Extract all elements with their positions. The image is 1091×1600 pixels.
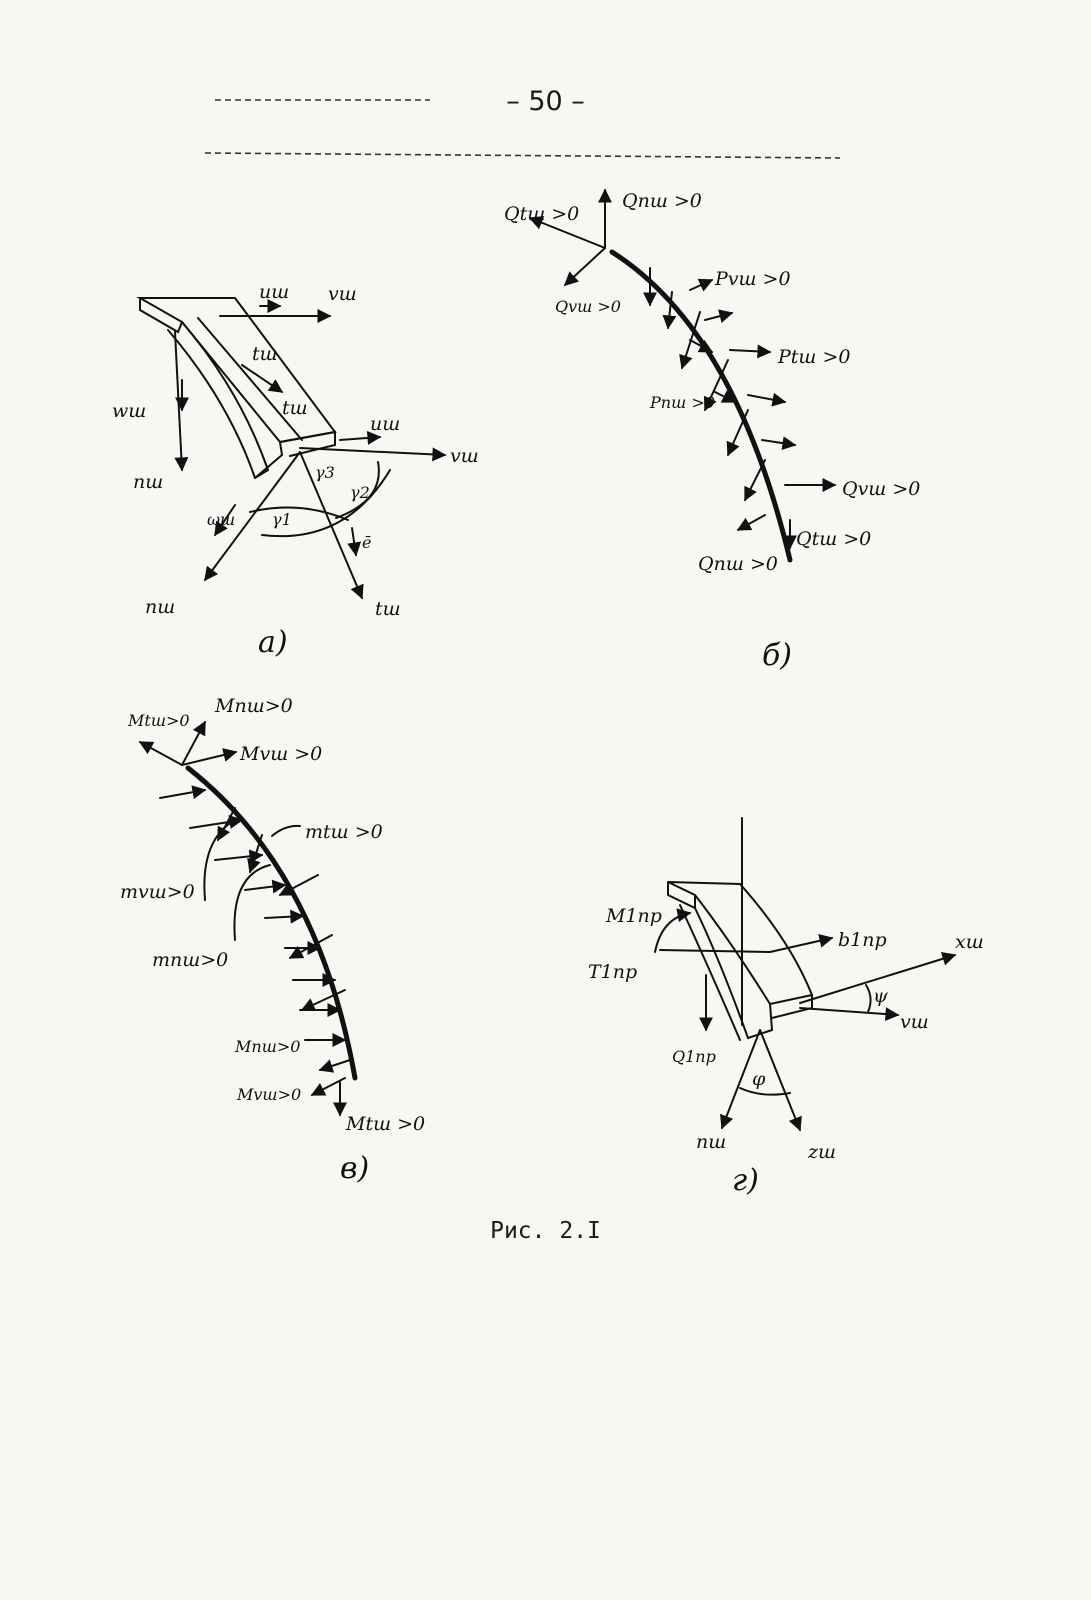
- label-b-pt: Ptш >0: [777, 346, 850, 368]
- panel-b: Qnш >0 Qtш >0 Qvш >0 Pvш >0 Ptш >0 Pnш >…: [504, 188, 920, 673]
- sublabel-a: а): [258, 625, 288, 660]
- header-rules: [204, 99, 841, 159]
- label-b-pn: Pnш >0: [649, 393, 715, 412]
- label-g-z: zш: [807, 1141, 836, 1163]
- label-a-w: wш: [112, 400, 146, 422]
- label-g-b1: b1пр: [838, 929, 887, 951]
- label-v-mv-top: Mvш >0: [239, 743, 322, 765]
- panel-b-vectors: [528, 188, 837, 550]
- panel-v: Mtш>0 Mnш>0 Mvш >0 mtш >0 mvш>0 mnш>0 Mn…: [120, 695, 425, 1186]
- panel-g-labels: M1пр T1пр b1пр xш ψ vш Q1пр φ nш zш: [588, 905, 984, 1163]
- label-g-q1: Q1пр: [672, 1047, 716, 1066]
- label-a-t-bottom: tш: [375, 598, 401, 620]
- label-a-e: ē: [362, 533, 371, 552]
- panel-a-shell: [136, 297, 337, 479]
- label-g-v: vш: [900, 1011, 929, 1033]
- label-a-g1: γ1: [272, 510, 292, 529]
- label-v-mt-top: Mtш>0: [127, 711, 190, 730]
- label-b-qt-top: Qtш >0: [504, 203, 579, 225]
- label-b-qn-bottom: Qnш >0: [698, 553, 778, 575]
- label-b-qt-bottom: Qtш >0: [796, 528, 871, 550]
- panel-v-labels: Mtш>0 Mnш>0 Mvш >0 mtш >0 mvш>0 mnш>0 Mn…: [120, 695, 425, 1135]
- label-b-qv-right: Qvш >0: [842, 478, 920, 500]
- panel-v-vectors: [138, 720, 351, 1117]
- label-v-small-mt: mtш >0: [305, 821, 383, 843]
- label-g-n: nш: [696, 1131, 726, 1153]
- panel-v-arc: [185, 765, 358, 1081]
- panel-g-shell: [667, 881, 814, 1041]
- sublabel-b: б): [762, 638, 792, 673]
- label-a-n-bottom: nш: [145, 596, 175, 618]
- label-v-small-mv: mvш>0: [120, 881, 195, 903]
- sublabel-v: в): [340, 1151, 369, 1186]
- label-b-pv: Pvш >0: [714, 268, 791, 290]
- label-v-mv-bot: Mvш>0: [236, 1085, 301, 1104]
- label-v-mt-bot: Mtш >0: [345, 1113, 425, 1135]
- label-g-m1: M1пр: [605, 905, 662, 927]
- label-b-qv-top: Qvш >0: [555, 297, 621, 316]
- label-v-mn-top: Mnш>0: [214, 695, 293, 717]
- label-a-n-left: nш: [133, 471, 163, 493]
- label-g-x: xш: [955, 931, 984, 953]
- label-g-t1: T1пр: [588, 961, 637, 983]
- figure-caption: Рис. 2.I: [490, 1218, 601, 1244]
- label-g-phi: φ: [752, 1068, 766, 1090]
- panel-a: uш vш tш tш wш nш uш vш γ3 γ2 γ1 ωш ē nш…: [112, 281, 479, 660]
- label-a-g2: γ2: [350, 483, 370, 502]
- sublabel-g: г): [732, 1163, 759, 1198]
- label-v-small-mn: mnш>0: [152, 949, 228, 971]
- label-a-v-right: vш: [450, 445, 479, 467]
- panel-g: M1пр T1пр b1пр xш ψ vш Q1пр φ nш zш г): [588, 817, 984, 1198]
- label-a-t-mid: tш: [252, 343, 278, 365]
- label-g-psi: ψ: [873, 985, 889, 1007]
- panel-g-vectors: [654, 817, 957, 1132]
- panel-a-vectors: [174, 299, 447, 600]
- panel-b-arc: [609, 249, 793, 563]
- label-v-mn-bot: Mnш>0: [234, 1037, 300, 1056]
- label-a-g3: γ3: [315, 463, 335, 482]
- label-b-qn-top: Qnш >0: [622, 190, 702, 212]
- label-a-t-mid-2: tш: [282, 397, 308, 419]
- panel-a-labels: uш vш tш tш wш nш uш vш γ3 γ2 γ1 ωш ē nш…: [112, 281, 479, 620]
- label-a-v-top: vш: [328, 283, 357, 305]
- label-a-omega: ωш: [207, 510, 235, 529]
- panel-b-labels: Qnш >0 Qtш >0 Qvш >0 Pvш >0 Ptш >0 Pnш >…: [504, 190, 920, 575]
- label-a-u-top: uш: [259, 281, 289, 303]
- label-a-u-right: uш: [370, 413, 400, 435]
- page-number: – 50 –: [506, 86, 585, 117]
